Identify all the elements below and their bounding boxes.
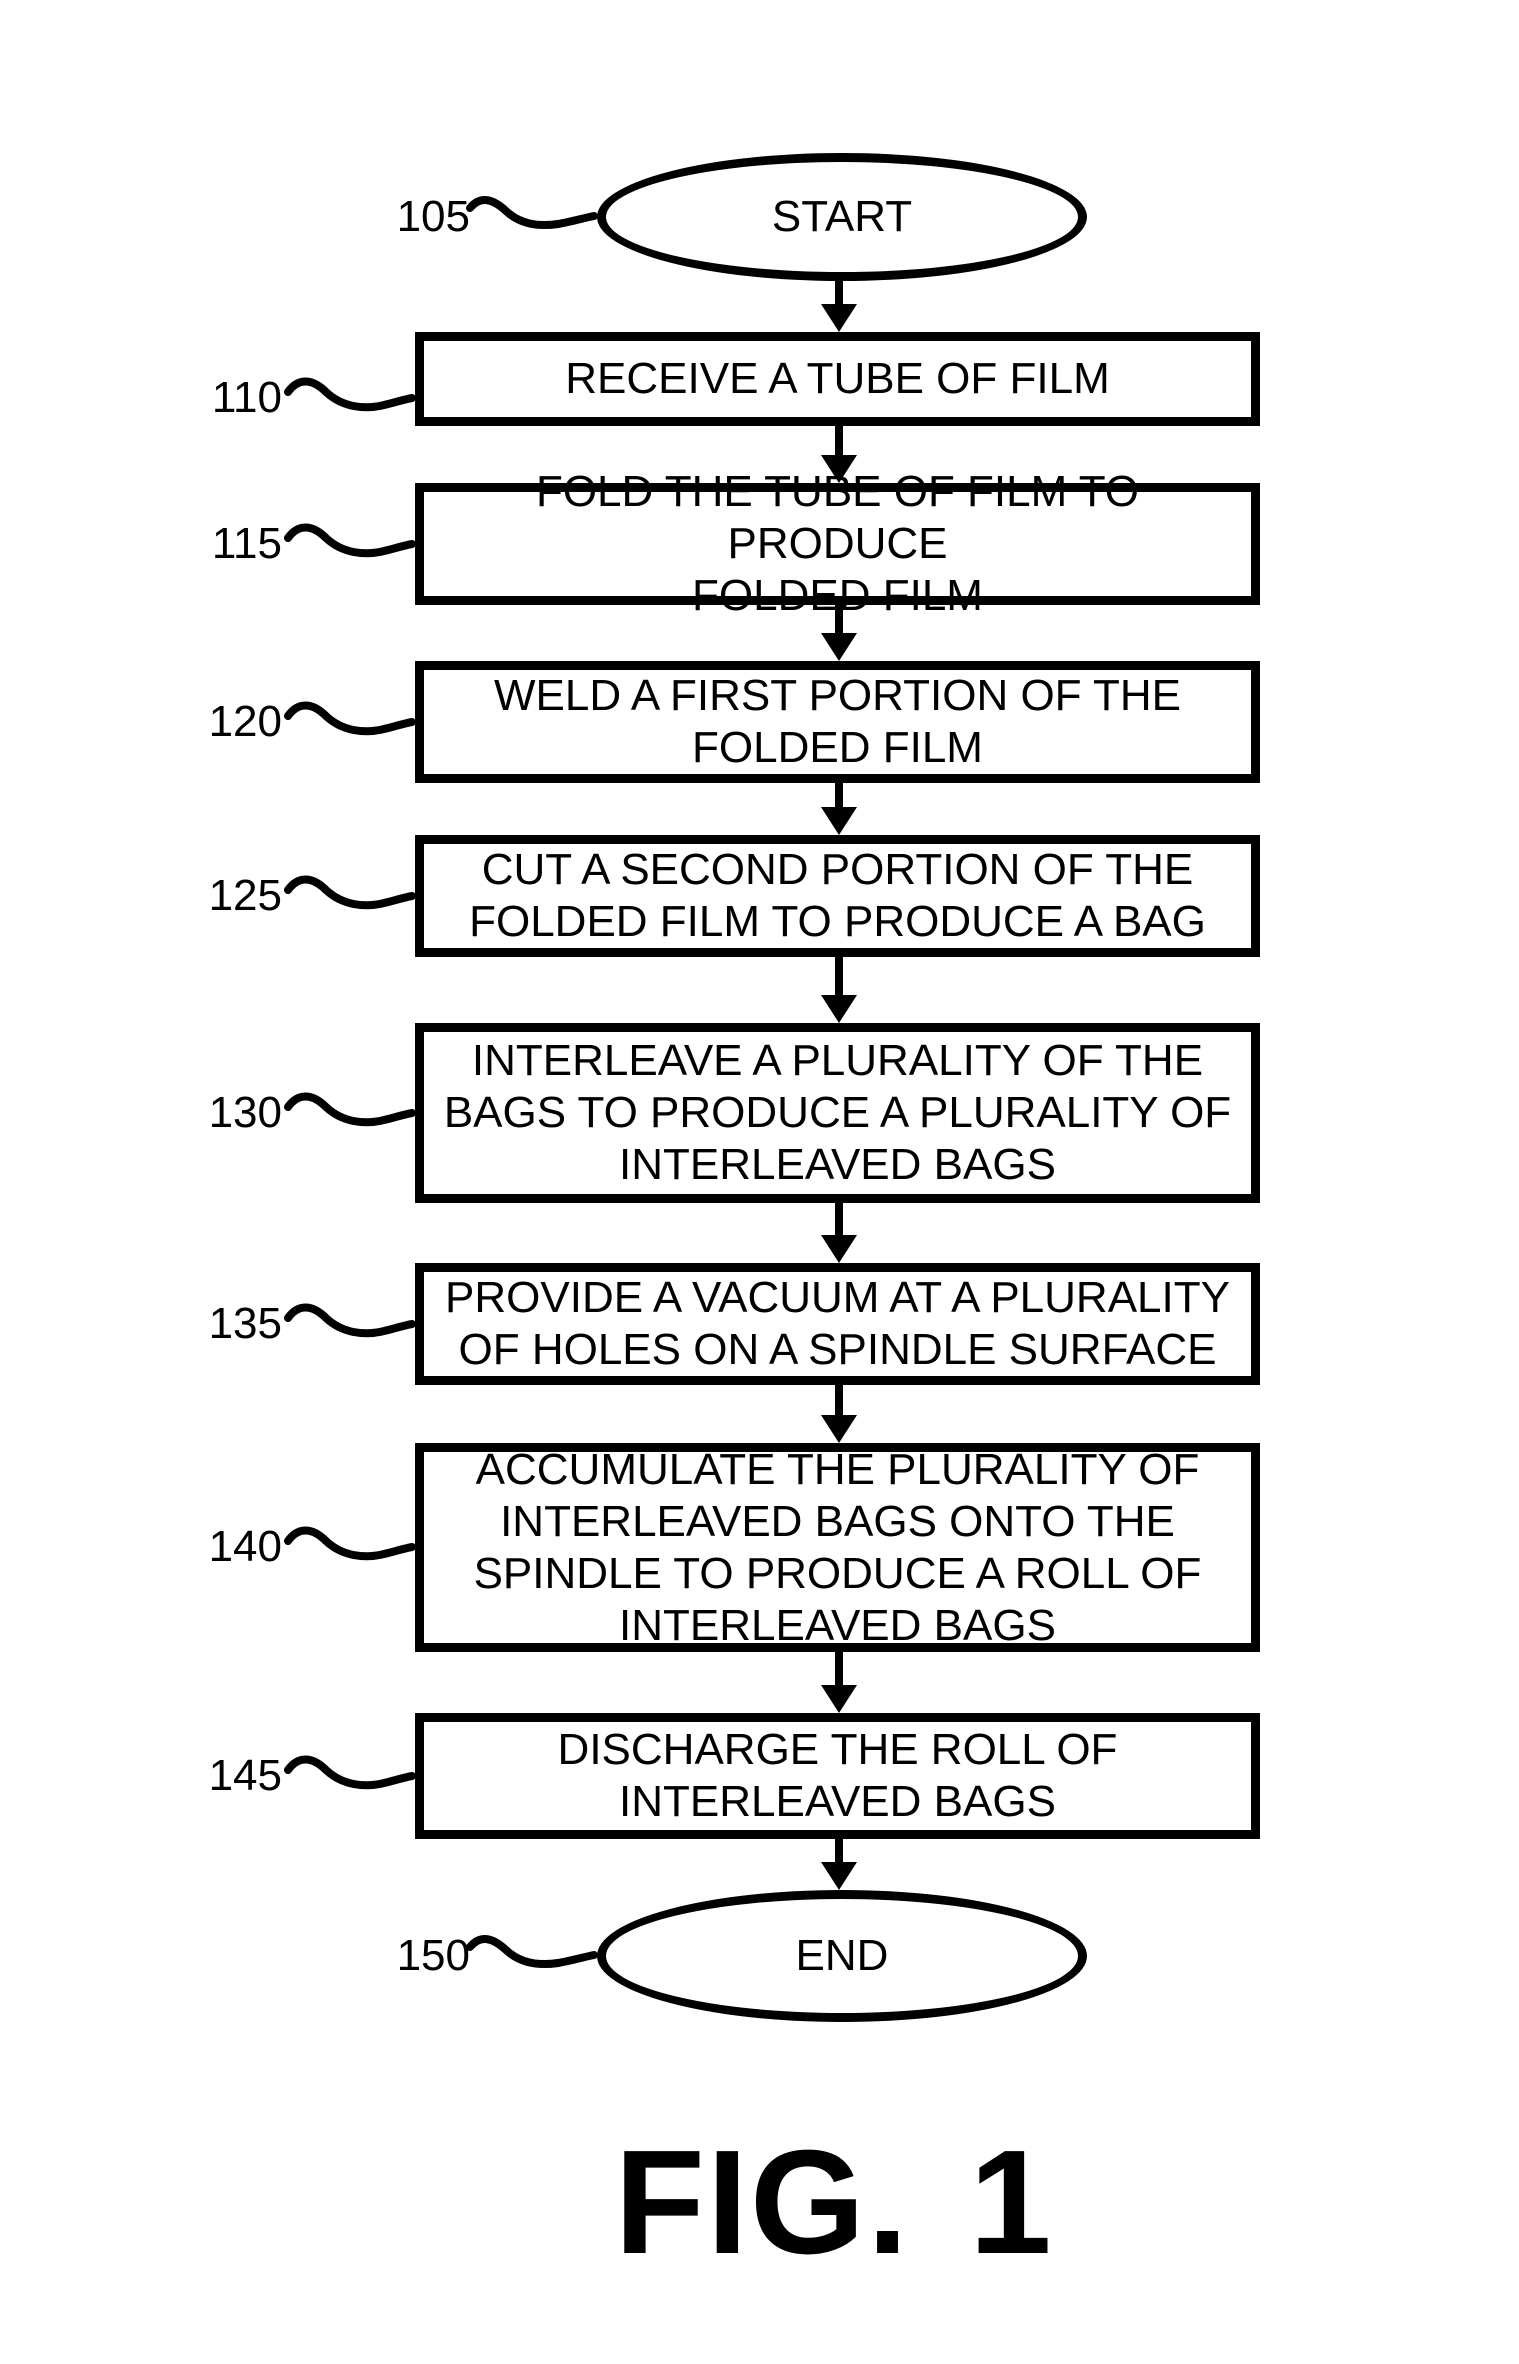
lead-line-150 xyxy=(466,1935,598,1969)
ref-label-110: 110 xyxy=(211,373,282,422)
process-box-140: ACCUMULATE THE PLURALITY OF INTERLEAVED … xyxy=(415,1443,1260,1652)
process-box-125: CUT A SECOND PORTION OF THE FOLDED FILM … xyxy=(415,835,1260,957)
step-label-130: INTERLEAVE A PLURALITY OF THE BAGS TO PR… xyxy=(443,1036,1232,1189)
figure-caption: FIG. 1 xyxy=(614,2120,1054,2285)
lead-line-110 xyxy=(284,377,416,412)
ref-label-145: 145 xyxy=(208,1751,282,1800)
start-label: START xyxy=(771,192,913,241)
step-label-140: ACCUMULATE THE PLURALITY OF INTERLEAVED … xyxy=(473,1444,1202,1650)
process-box-130: INTERLEAVE A PLURALITY OF THE BAGS TO PR… xyxy=(415,1023,1260,1203)
flow-arrow-down-icon xyxy=(817,426,861,483)
ref-label-125: 125 xyxy=(208,871,282,920)
ref-label-150: 150 xyxy=(396,1931,470,1980)
process-box-110: RECEIVE A TUBE OF FILM xyxy=(415,332,1260,426)
ref-label-140: 140 xyxy=(208,1522,282,1571)
lead-line-115 xyxy=(284,523,416,558)
start-terminal: START xyxy=(597,153,1087,281)
process-box-145: DISCHARGE THE ROLL OF INTERLEAVED BAGS xyxy=(415,1713,1260,1839)
ref-label-135: 135 xyxy=(208,1299,282,1348)
step-label-110: RECEIVE A TUBE OF FILM xyxy=(565,354,1110,403)
flow-arrow-down-icon xyxy=(817,1652,861,1713)
ref-label-120: 120 xyxy=(208,697,282,746)
lead-line-140 xyxy=(284,1526,416,1561)
lead-line-125 xyxy=(284,875,416,910)
lead-line-145 xyxy=(284,1755,416,1790)
flow-arrow-down-icon xyxy=(817,1203,861,1263)
process-box-115: FOLD THE TUBE OF FILM TO PRODUCE FOLDED … xyxy=(415,467,1260,620)
step-label-120: WELD A FIRST PORTION OF THE FOLDED FILM xyxy=(493,671,1181,772)
ref-label-130: 130 xyxy=(208,1088,282,1137)
step-label-115: FOLD THE TUBE OF FILM TO PRODUCE FOLDED … xyxy=(535,467,1140,620)
lead-line-105 xyxy=(466,196,598,230)
lead-line-130 xyxy=(284,1092,416,1127)
flow-arrow-down-icon xyxy=(817,783,861,835)
step-label-145: DISCHARGE THE ROLL OF INTERLEAVED BAGS xyxy=(557,1725,1118,1826)
ref-label-115: 115 xyxy=(211,519,282,568)
flow-arrow-down-icon xyxy=(817,605,861,661)
lead-line-135 xyxy=(284,1303,416,1338)
process-box-135: PROVIDE A VACUUM AT A PLURALITY OF HOLES… xyxy=(415,1263,1260,1385)
end-terminal: END xyxy=(597,1890,1087,2022)
flow-arrow-down-icon xyxy=(817,957,861,1023)
end-label: END xyxy=(795,1931,889,1980)
ref-label-105: 105 xyxy=(396,192,470,241)
flow-arrow-down-icon xyxy=(817,1839,861,1890)
flow-arrow-down-icon xyxy=(817,1385,861,1443)
step-label-125: CUT A SECOND PORTION OF THE FOLDED FILM … xyxy=(469,845,1206,946)
flow-arrow-down-icon xyxy=(817,281,861,332)
process-box-120: WELD A FIRST PORTION OF THE FOLDED FILM xyxy=(415,661,1260,783)
lead-line-120 xyxy=(284,701,416,736)
step-label-135: PROVIDE A VACUUM AT A PLURALITY OF HOLES… xyxy=(445,1273,1230,1374)
